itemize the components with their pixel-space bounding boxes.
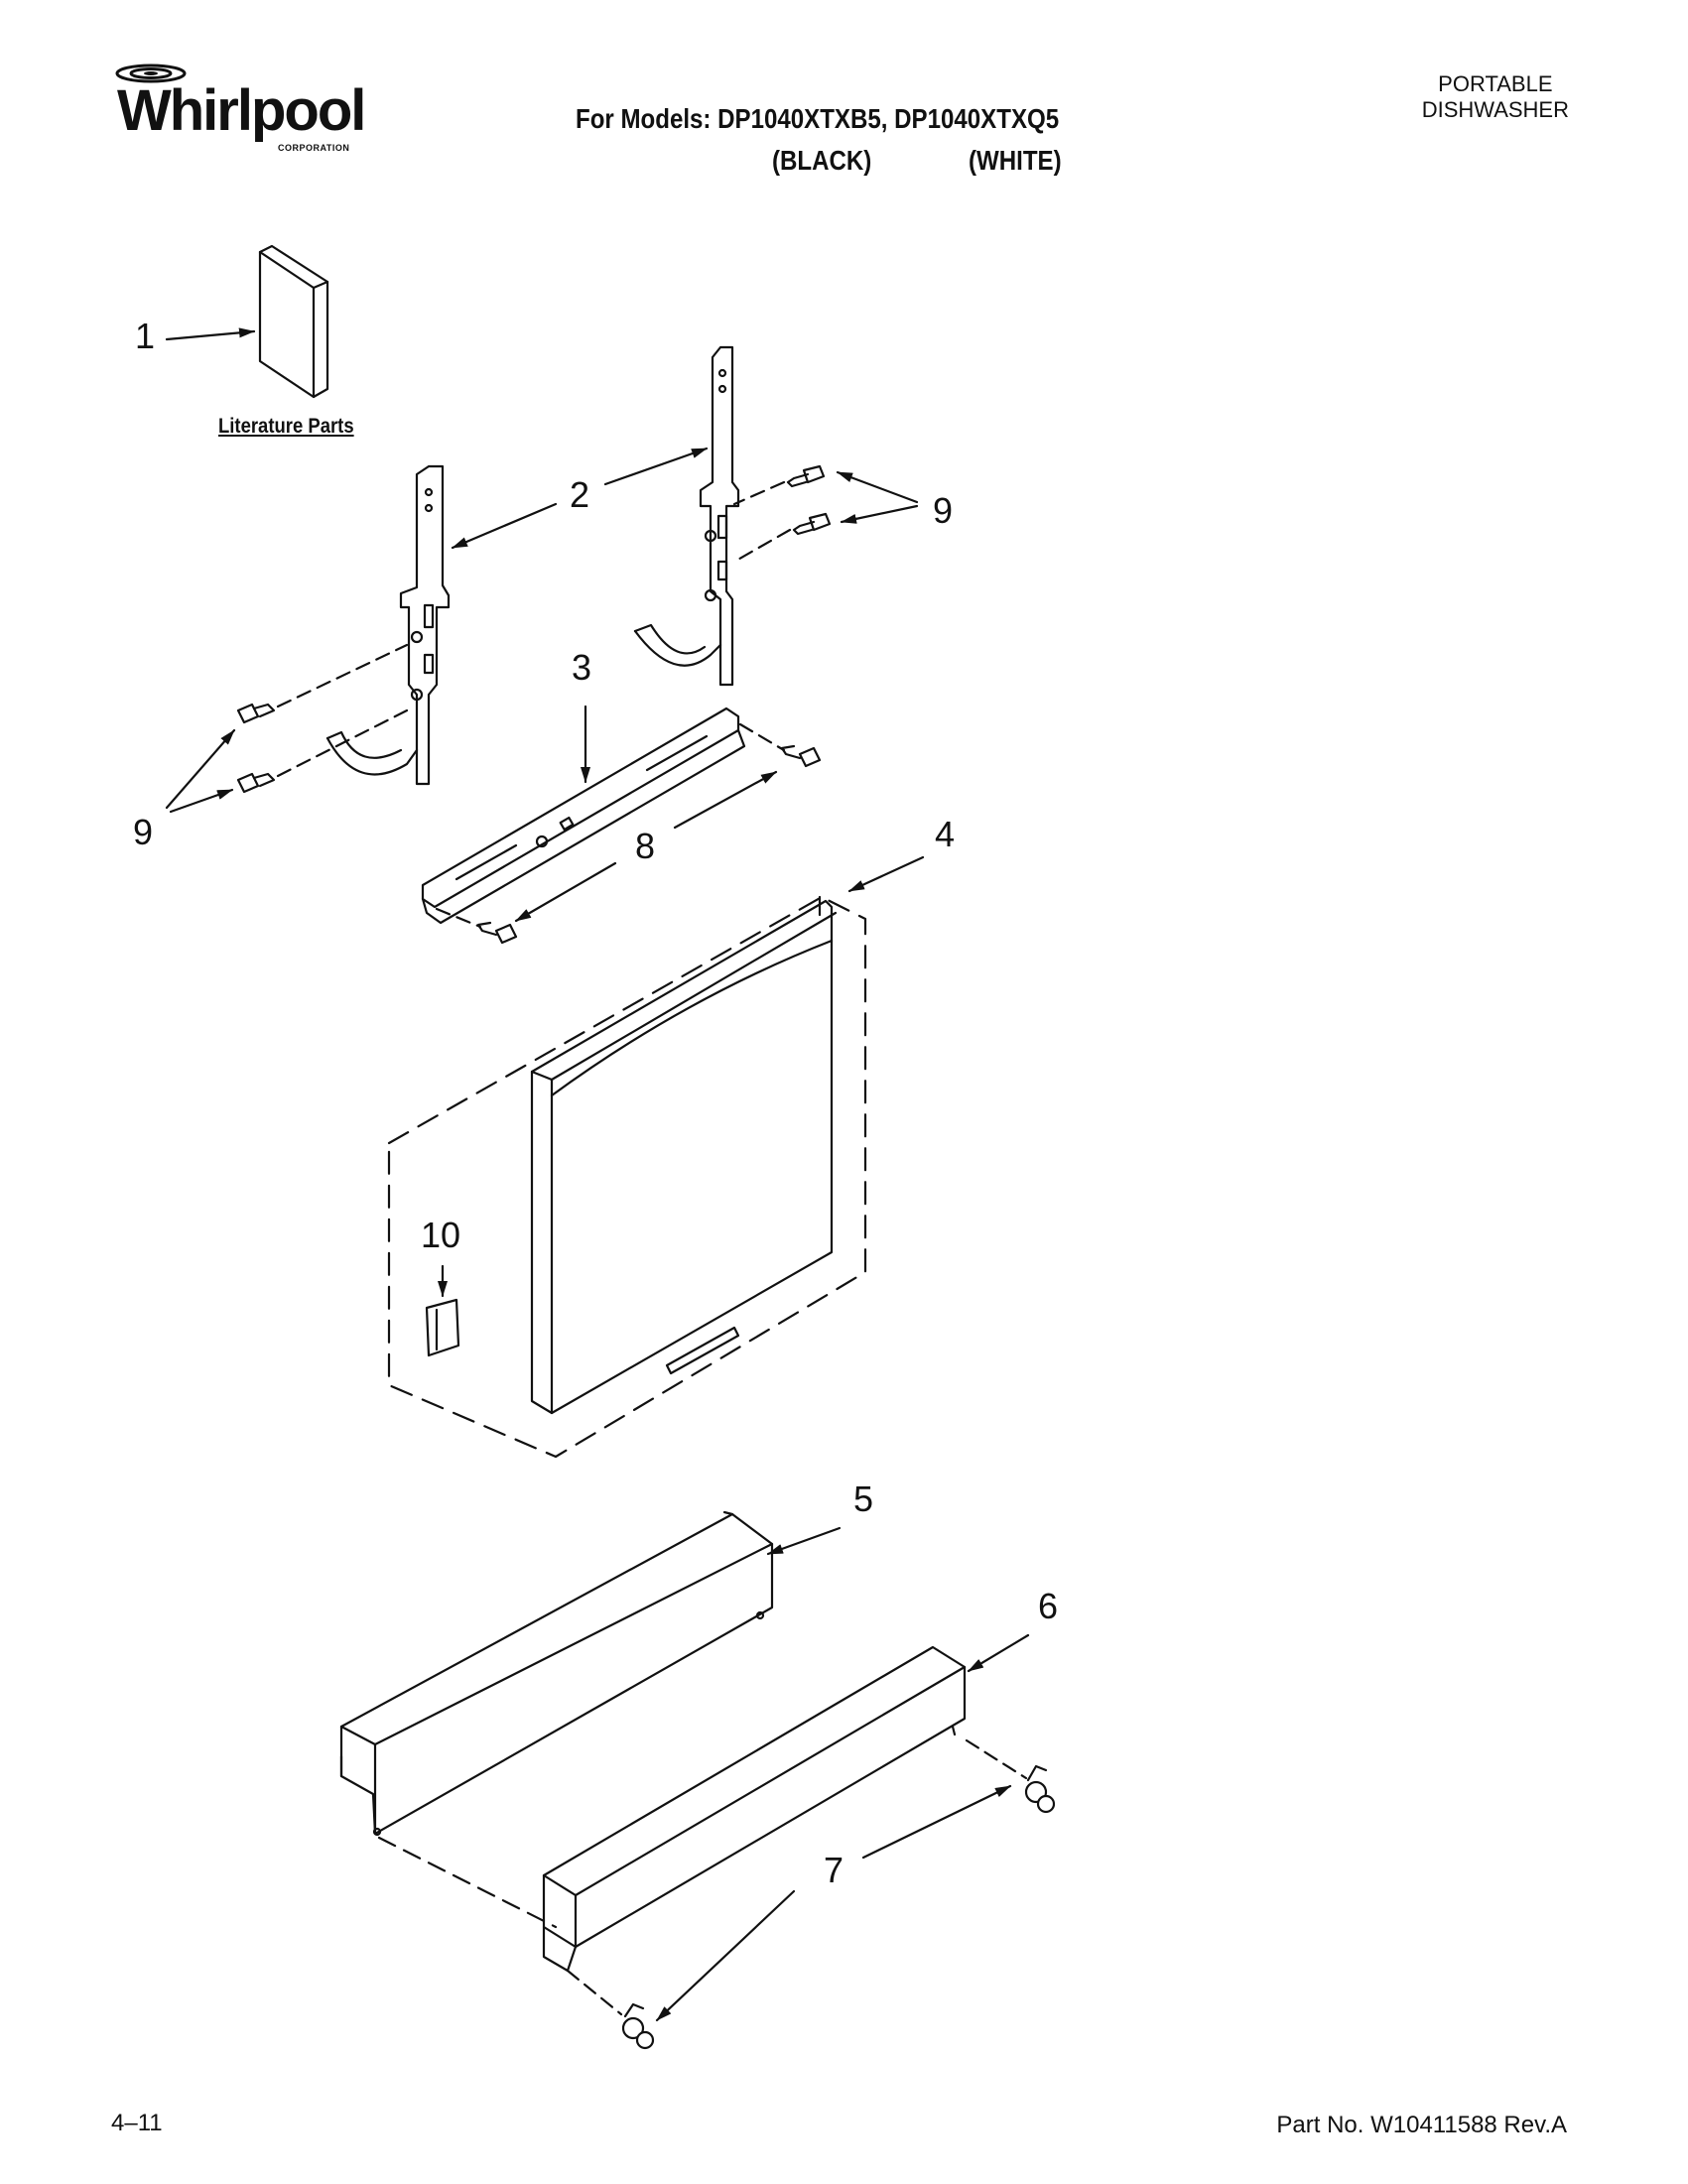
screw-7-left bbox=[621, 2002, 655, 2050]
leader-9d bbox=[169, 788, 234, 814]
color-black-label: (BLACK) bbox=[772, 145, 872, 176]
brand-subtitle: CORPORATION bbox=[278, 143, 350, 153]
toe-panel bbox=[542, 1645, 967, 1973]
callout-3: 3 bbox=[572, 647, 592, 688]
models-title: For Models: DP1040XTXB5, DP1040XTXQ5 bbox=[576, 103, 1060, 134]
screw-9-lower-left bbox=[236, 772, 276, 794]
leader-4 bbox=[847, 855, 925, 893]
callout-2: 2 bbox=[570, 474, 590, 515]
screw-9-lower-right bbox=[792, 512, 832, 536]
literature-booklet bbox=[258, 244, 329, 399]
leader-6 bbox=[967, 1633, 1030, 1673]
leader-1 bbox=[165, 327, 256, 341]
literature-parts-label: Literature Parts bbox=[218, 415, 354, 438]
callout-9-left: 9 bbox=[133, 812, 154, 852]
leader-9c bbox=[165, 728, 236, 810]
callout-1: 1 bbox=[135, 316, 156, 356]
brand-wordmark: Whirlpool bbox=[117, 78, 366, 143]
screw-8-right bbox=[780, 744, 822, 768]
dash-7b bbox=[566, 1969, 623, 2016]
hinge-bracket-right bbox=[633, 345, 740, 687]
leader-2a bbox=[451, 502, 558, 550]
door-dashed-outline bbox=[387, 895, 867, 1459]
dash-9c bbox=[276, 643, 409, 708]
leader-9a bbox=[836, 470, 919, 504]
screw-9-upper-left bbox=[236, 703, 276, 724]
leader-8a bbox=[673, 770, 778, 830]
leader-7b bbox=[655, 1889, 796, 2022]
whirlpool-logo: Whirlpool CORPORATION bbox=[111, 60, 379, 159]
callout-5: 5 bbox=[853, 1478, 874, 1519]
color-white-label: (WHITE) bbox=[969, 145, 1062, 176]
label-part bbox=[425, 1298, 460, 1357]
leader-7a bbox=[861, 1784, 1012, 1860]
dash-9d bbox=[276, 708, 409, 778]
callout-8: 8 bbox=[635, 826, 656, 866]
screw-8-left bbox=[476, 921, 518, 945]
leader-5 bbox=[766, 1526, 842, 1556]
dash-9a bbox=[732, 480, 786, 506]
dash-8b bbox=[435, 907, 482, 929]
screw-9-upper-right bbox=[786, 464, 826, 488]
dash-7a bbox=[965, 1738, 1028, 1780]
callout-6: 6 bbox=[1038, 1586, 1059, 1626]
dash-8a bbox=[738, 722, 786, 752]
leader-9b bbox=[840, 504, 919, 524]
dash-kick-toe bbox=[377, 1836, 558, 1929]
product-line-2: DISHWASHER bbox=[1421, 97, 1569, 122]
leader-8b bbox=[514, 861, 617, 923]
swirl-icon bbox=[115, 64, 187, 83]
page-number: 4–11 bbox=[111, 2110, 163, 2136]
screw-7-right bbox=[1024, 1764, 1056, 1814]
callout-10: 10 bbox=[421, 1215, 461, 1255]
callout-9-right: 9 bbox=[933, 490, 954, 531]
product-type: PORTABLE DISHWASHER bbox=[1422, 71, 1569, 123]
mounting-rail bbox=[421, 707, 746, 925]
part-number: Part No. W10411588 Rev.A bbox=[1276, 2112, 1567, 2138]
dash-9b bbox=[732, 528, 792, 564]
product-line-1: PORTABLE bbox=[1438, 71, 1553, 96]
hinge-bracket-left bbox=[325, 464, 451, 786]
door-panel bbox=[530, 895, 838, 1415]
leader-2b bbox=[603, 447, 709, 486]
callout-7: 7 bbox=[824, 1850, 844, 1890]
kickplate bbox=[339, 1510, 774, 1837]
callout-4: 4 bbox=[935, 814, 956, 854]
